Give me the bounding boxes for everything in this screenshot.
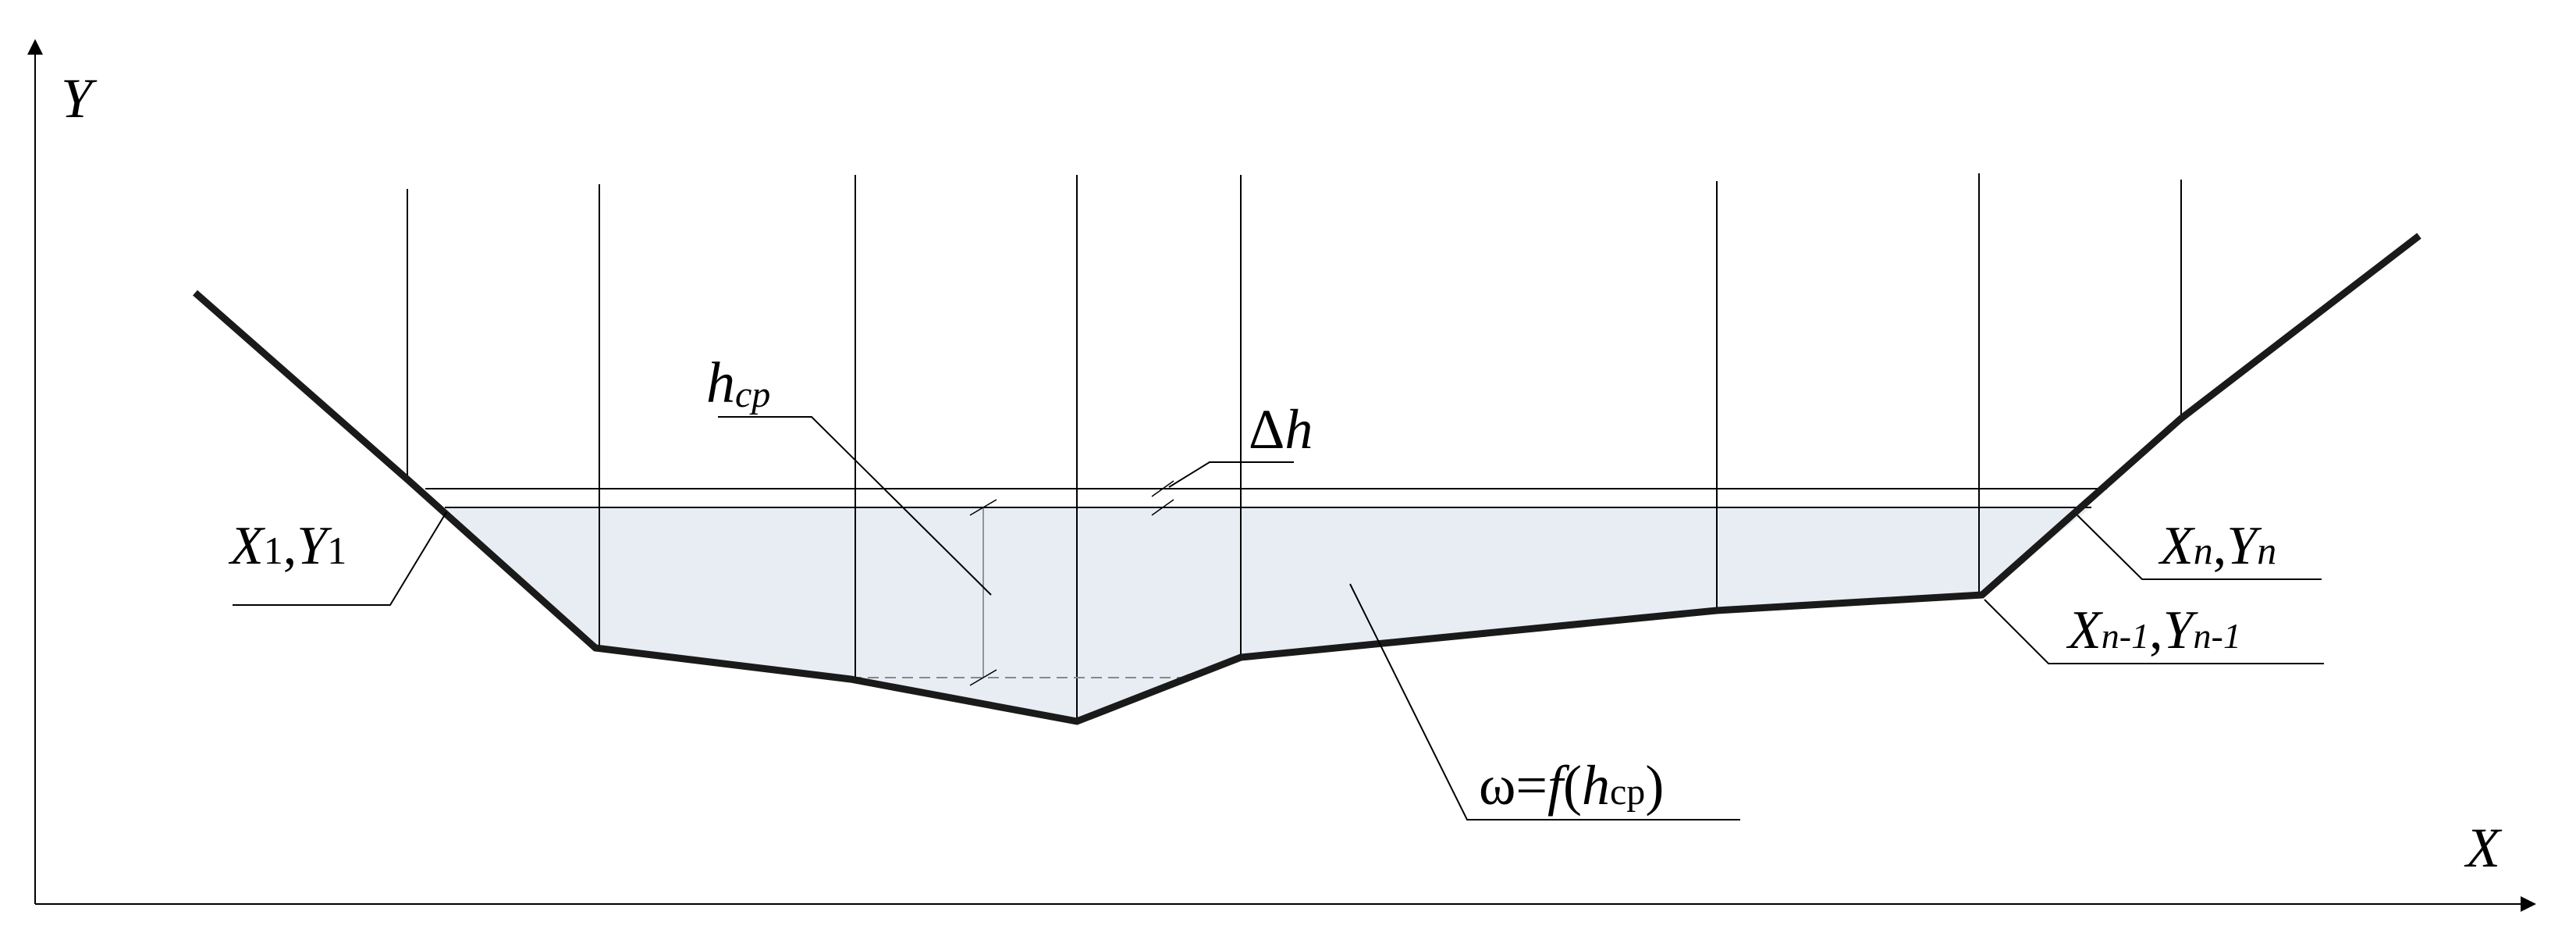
xn1yn1-y: Y — [2163, 600, 2199, 660]
omega-eq: = — [1515, 754, 1547, 817]
leader-lines — [233, 416, 2324, 820]
delta-h-ticks — [1151, 480, 1174, 516]
hcp-tick-top — [969, 499, 997, 516]
omega-open: ( — [1563, 754, 1582, 817]
xn1yn1-x-sub: n-1 — [2102, 616, 2149, 656]
x1y1-x-sub: 1 — [264, 529, 283, 572]
hcp-tick-bottom — [969, 669, 997, 686]
delta-h-label: Δh — [1249, 398, 1313, 461]
xnyn-y-sub: n — [2257, 529, 2276, 572]
omega-label: ω=f(hcp) — [1479, 754, 1664, 817]
xn1yn1-y-sub: n-1 — [2194, 616, 2241, 656]
hcp-label-sub: cp — [735, 374, 770, 415]
x1y1-x: X — [228, 516, 266, 576]
delta-h-leader — [1168, 461, 1294, 488]
delta-h-tick-top — [1151, 480, 1174, 497]
x1y1-y-sub: 1 — [327, 529, 346, 572]
xn1yn1-label: Xn-1,Yn-1 — [2066, 600, 2241, 660]
omega-h: h — [1582, 754, 1610, 817]
hcp-dimension — [969, 499, 997, 686]
x1y1-y: Y — [297, 516, 332, 576]
hcp-label: hcp — [706, 351, 770, 415]
section-lines — [407, 173, 2182, 721]
xnyn-y: Y — [2226, 516, 2262, 576]
xn1yn1-x: X — [2066, 600, 2104, 660]
y-axis-label: Y — [61, 67, 98, 130]
hcp-label-main: h — [706, 351, 735, 415]
channel-bed-profile — [193, 233, 2421, 725]
x-axis-label: X — [2464, 817, 2503, 879]
xnyn-x-sub: n — [2194, 529, 2213, 572]
xnyn-sep: , — [2213, 516, 2227, 576]
omega-symbol: ω — [1479, 754, 1515, 817]
xn1yn1-sep: , — [2149, 600, 2163, 660]
omega-sub: cp — [1610, 771, 1645, 813]
x1y1-label: X1,Y1 — [228, 516, 346, 576]
xnyn-x: X — [2158, 516, 2196, 576]
omega-leader — [1349, 583, 1740, 820]
water-area — [445, 507, 2091, 721]
xn1yn1-leader — [1984, 599, 2324, 664]
omega-close: ) — [1645, 754, 1664, 817]
delta-h-label-delta: Δ — [1249, 398, 1284, 461]
x1y1-leader — [233, 511, 447, 606]
x1y1-sep: , — [283, 516, 297, 576]
xnyn-label: Xn,Yn — [2158, 516, 2276, 576]
delta-h-label-h: h — [1284, 398, 1313, 461]
delta-h-tick-bottom — [1151, 499, 1174, 516]
hcp-leader — [718, 416, 992, 596]
xnyn-leader — [2077, 514, 2322, 580]
